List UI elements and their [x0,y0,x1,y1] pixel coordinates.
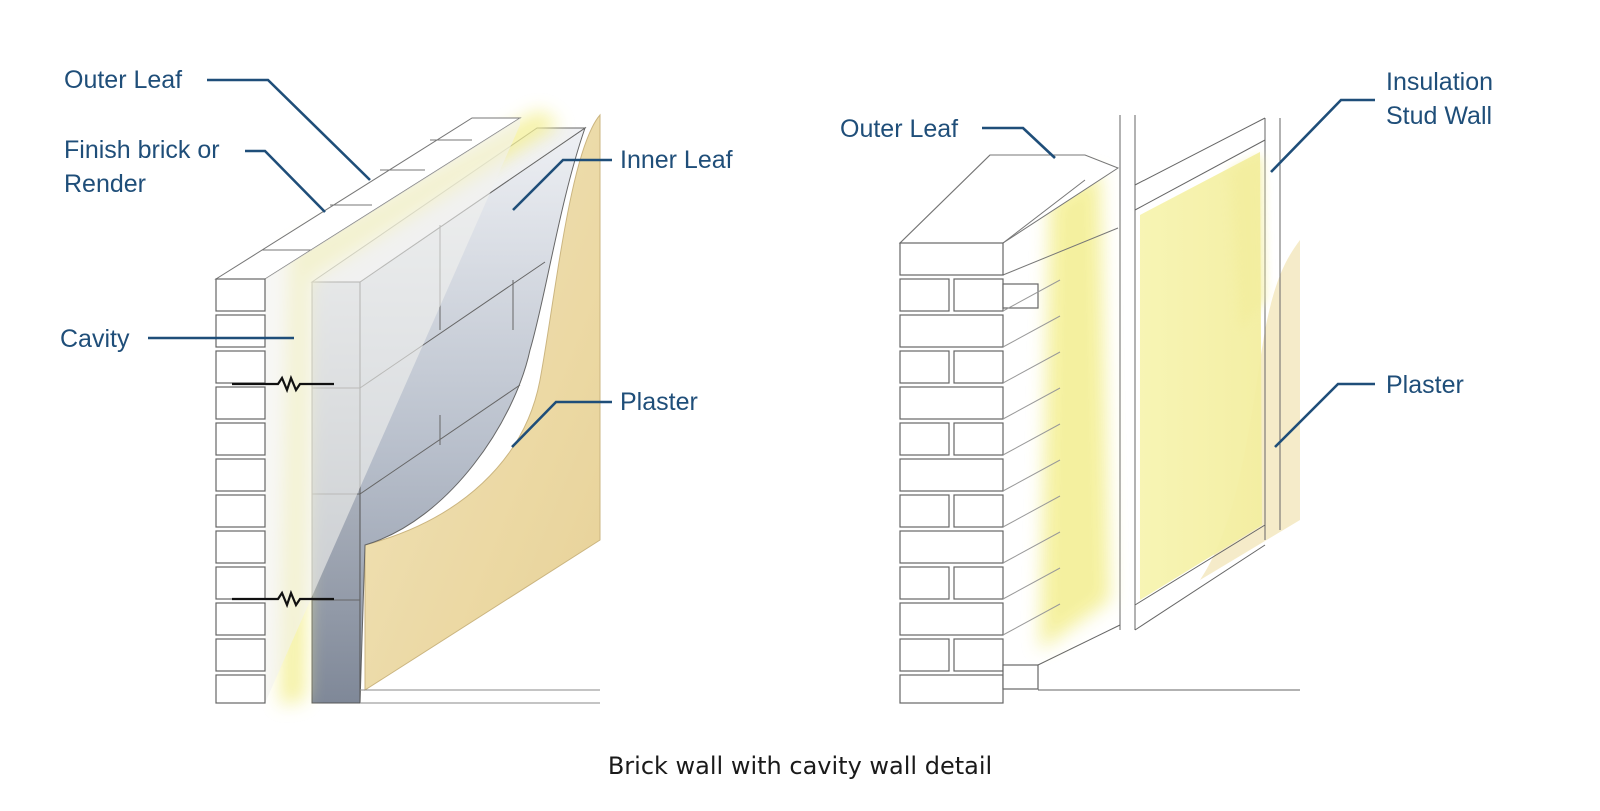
right-outer-leaf-bricks [899,242,1039,704]
leader-right-plaster [1274,382,1375,448]
right-cavity-insulation [1040,170,1110,650]
leader-lines [148,78,1375,448]
label-right-outer-leaf: Outer Leaf [840,115,959,143]
label-right-plaster: Plaster [1386,371,1464,399]
label-left-cavity: Cavity [60,325,130,353]
label-right-stud-wall: Stud Wall [1386,102,1493,130]
left-floor-lines [360,689,600,704]
left-outer-leaf-bricks [215,278,266,704]
right-stud-frame [1037,115,1300,691]
label-left-finish-brick-line1: Finish brick or [64,136,220,164]
right-stud-insulation [1140,152,1262,600]
left-plaster-layer [364,113,601,691]
right-plaster-layer [1200,240,1300,580]
label-left-finish-brick-line2: Render [64,170,146,198]
left-wall-ties [232,374,334,609]
leader-left-plaster [511,400,612,448]
leader-left-finish-brick [245,149,326,213]
right-brick-bed-lines [1002,279,1061,636]
leader-left-outer-leaf [207,78,371,181]
label-left-plaster: Plaster [620,388,698,416]
label-right-insulation: Insulation [1386,68,1494,96]
label-left-inner-leaf: Inner Leaf [620,146,733,174]
figure-caption: Brick wall with cavity wall detail [607,752,993,780]
left-outer-leaf-side [265,118,520,703]
right-insulation-glow [1230,155,1265,330]
left-cavity-wall-illustration [214,110,601,705]
leader-right-insulation [1270,98,1375,173]
leader-right-outer-leaf [982,126,1056,159]
label-left-outer-leaf: Outer Leaf [64,66,183,94]
leader-left-inner-leaf [512,158,612,211]
right-stud-wall-illustration [898,115,1300,704]
